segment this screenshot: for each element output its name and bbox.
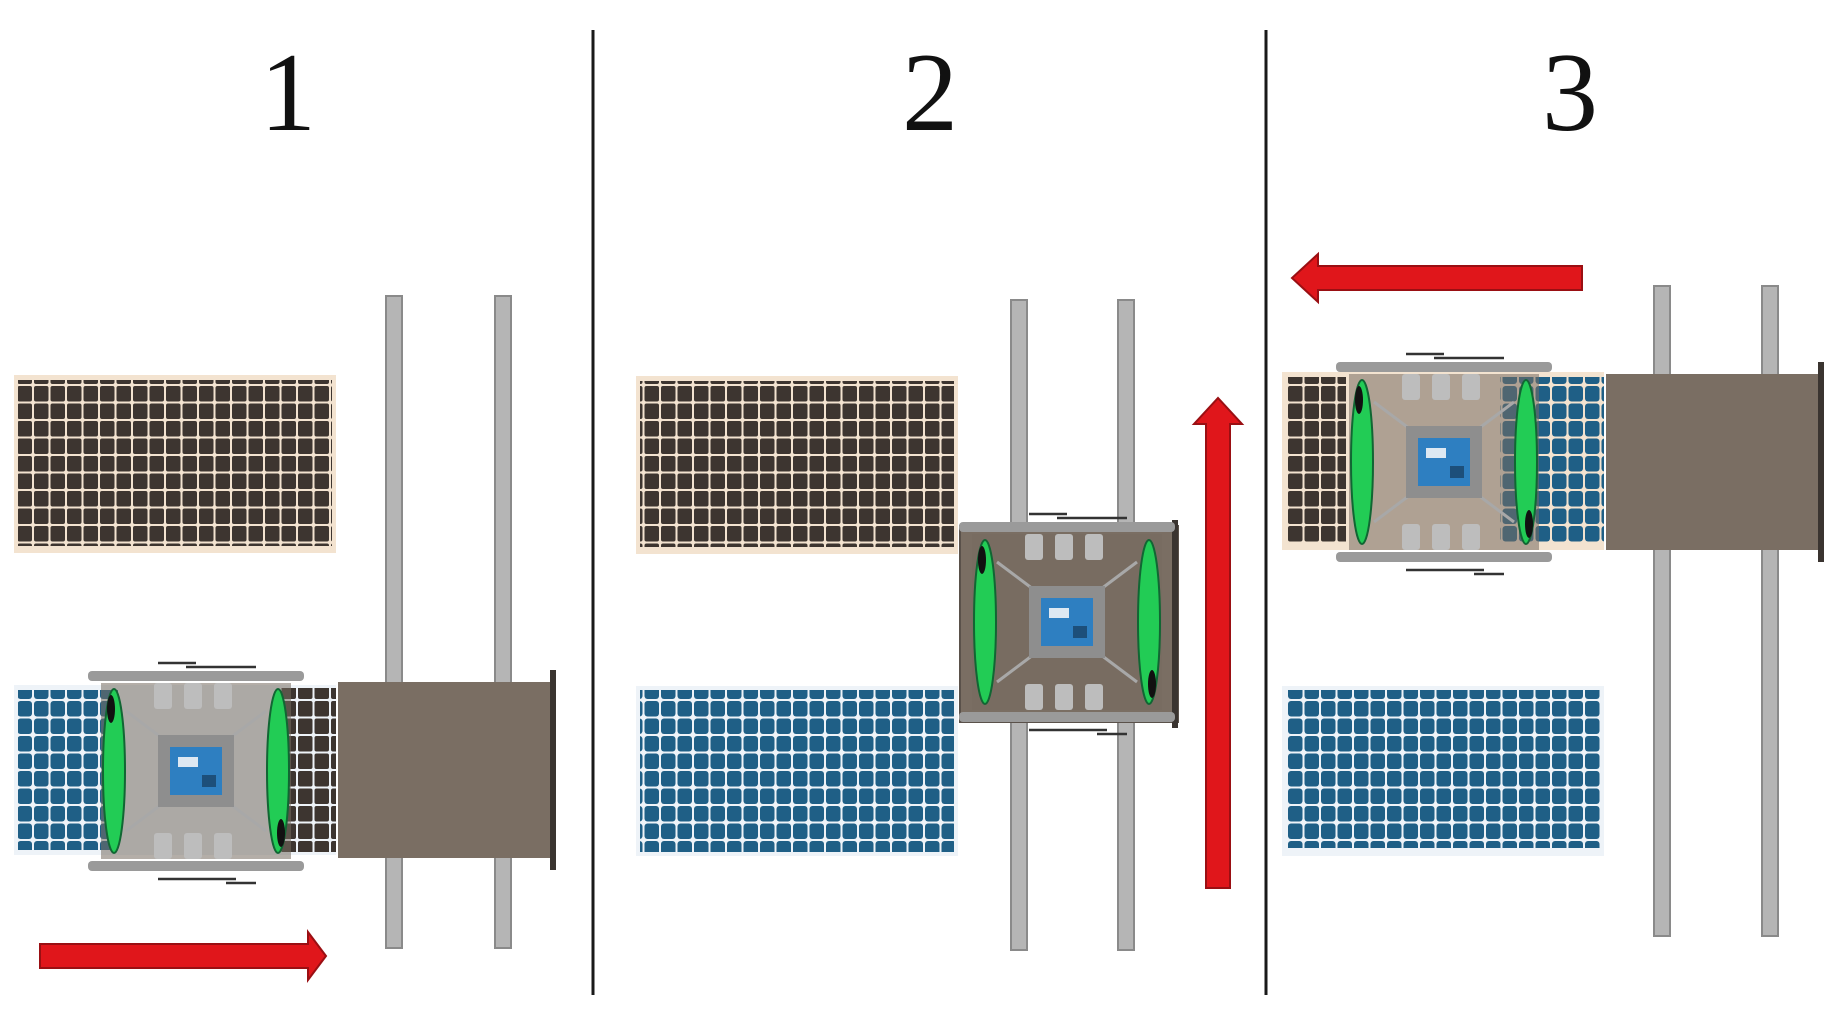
panel-label-2: 2 (902, 31, 958, 155)
panel-2 (636, 299, 1245, 951)
dirty-solar-panel (636, 376, 958, 554)
clean-solar-panel (1282, 686, 1604, 856)
panel-label-3: 3 (1542, 31, 1598, 155)
panel-label-1: 1 (260, 31, 316, 155)
cleaning-robot-icon (1334, 352, 1554, 576)
docking-station (338, 682, 554, 858)
cleaning-robot-icon (86, 661, 306, 885)
panel-3 (1282, 251, 1824, 937)
cleaning-robot-icon (957, 512, 1177, 736)
direction-arrow-icon (1191, 396, 1245, 889)
direction-arrow-icon (39, 929, 328, 983)
dirty-solar-panel (14, 375, 336, 553)
docking-station (1606, 374, 1822, 550)
direction-arrow-icon (1290, 251, 1583, 305)
clean-solar-panel (636, 686, 958, 856)
panel-1 (14, 295, 556, 983)
